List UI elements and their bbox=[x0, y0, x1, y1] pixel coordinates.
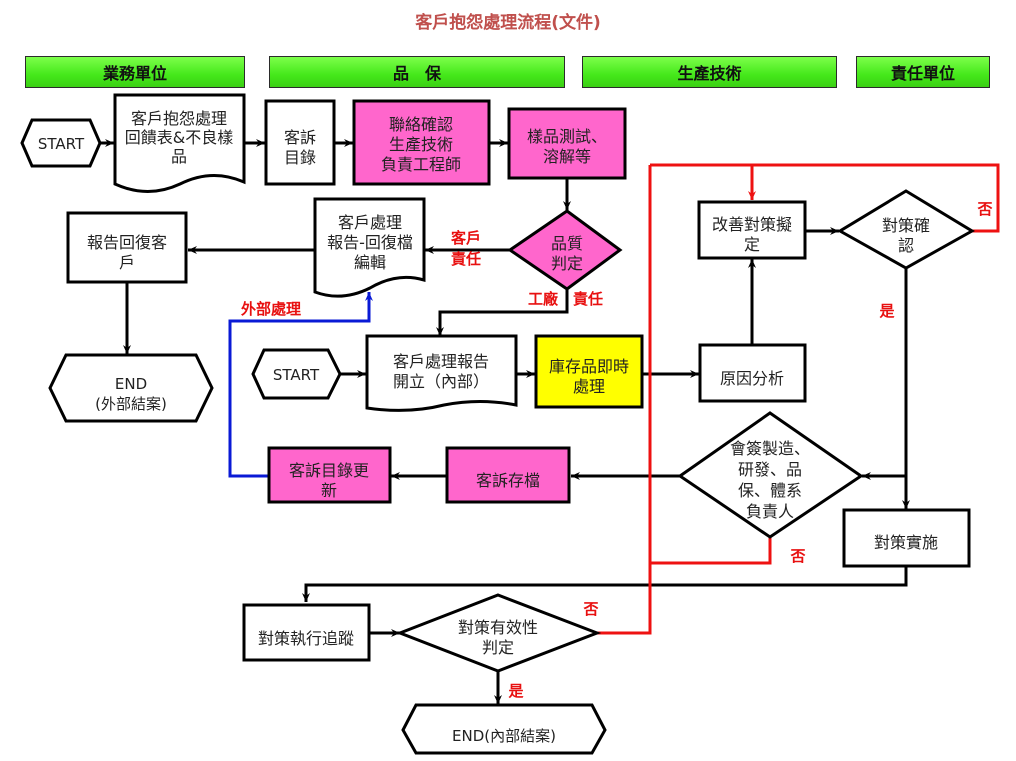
node-text-inventory-handle: 處理 bbox=[573, 377, 605, 396]
start-terminator-2 bbox=[251, 348, 342, 400]
page-title: 客戶抱怨處理流程(文件) bbox=[415, 13, 601, 33]
plan-implement-box bbox=[842, 508, 971, 568]
edge-countersign-no bbox=[650, 537, 772, 565]
label-customer-resp-2: 責任 bbox=[451, 250, 481, 268]
node-text-feedback-form: 回饋表&不良樣 bbox=[125, 128, 233, 147]
node-text-complaint-list-update: 客訴目錄更 bbox=[289, 461, 369, 480]
edge-implement-tracking bbox=[302, 563, 908, 602]
lane-sales: 業務單位 bbox=[25, 56, 245, 88]
label-effective-no: 否 bbox=[582, 600, 598, 618]
node-text-improve-plan: 定 bbox=[744, 235, 760, 254]
node-text-countersign: 保、體系 bbox=[738, 481, 802, 500]
plan-tracking-box bbox=[242, 603, 371, 662]
node-text-plan-confirm: 認 bbox=[898, 236, 914, 255]
node-text-plan-confirm: 對策確 bbox=[882, 216, 930, 235]
report-customer-box bbox=[66, 211, 188, 284]
complaint-list-box bbox=[264, 99, 336, 186]
edge-effective-no bbox=[596, 600, 652, 635]
cause-analysis-box bbox=[698, 343, 807, 403]
node-text-quality-judge: 判定 bbox=[551, 254, 583, 273]
lane-quality: 品 保 bbox=[269, 56, 565, 88]
quality-judge-diamond bbox=[507, 209, 623, 291]
node-text-improve-plan: 改善對策擬 bbox=[712, 215, 792, 234]
start-terminator-1 bbox=[20, 118, 102, 168]
node-text-complaint-list: 目錄 bbox=[284, 148, 316, 167]
node-text-report-customer: 戶 bbox=[119, 253, 135, 272]
complaint-archive-box bbox=[445, 446, 571, 504]
node-text-quality-judge: 品質 bbox=[551, 234, 583, 253]
internal-report-document bbox=[365, 334, 518, 412]
node-text-plan-implement: 對策實施 bbox=[874, 533, 938, 552]
lane-production-tech: 生產技術 bbox=[582, 56, 837, 88]
improve-plan-box bbox=[697, 200, 807, 260]
node-text-feedback-form: 客戶抱怨處理 bbox=[131, 109, 227, 128]
edge-confirm-no-loop bbox=[748, 163, 1000, 233]
node-text-plan-tracking: 對策執行追蹤 bbox=[258, 629, 354, 648]
node-text-customer-report-edit: 報告-回復檔 bbox=[327, 233, 413, 252]
label-confirm-yes: 是 bbox=[878, 302, 895, 320]
contact-engineer-box bbox=[352, 99, 491, 186]
label-confirm-no: 否 bbox=[976, 200, 992, 218]
node-text-sample-test: 溶解等 bbox=[543, 147, 591, 166]
node-text-complaint-list-update: 新 bbox=[321, 481, 337, 500]
node-text-cause-analysis: 原因分析 bbox=[720, 369, 784, 388]
inventory-handle-box bbox=[534, 334, 644, 409]
node-text-countersign: 負責人 bbox=[746, 502, 794, 521]
plan-effective-diamond bbox=[395, 593, 602, 673]
edge-judge-internal bbox=[436, 290, 569, 336]
lane-responsible-unit: 責任單位 bbox=[856, 56, 990, 88]
label-factory-resp-2: 責任 bbox=[573, 290, 603, 308]
node-text-internal-report: 開立（內部） bbox=[393, 372, 489, 391]
node-text-customer-report-edit: 客戶處理 bbox=[338, 213, 402, 232]
node-text-complaint-list: 客訴 bbox=[284, 128, 316, 147]
node-text-countersign: 研發、品 bbox=[738, 460, 802, 479]
node-text-sample-test: 樣品測試、 bbox=[527, 127, 607, 146]
node-text-plan-effective: 判定 bbox=[482, 638, 514, 657]
complaint-list-update-box bbox=[267, 446, 392, 504]
edge-update-external bbox=[228, 292, 373, 478]
node-text-customer-report-edit: 編輯 bbox=[354, 253, 386, 272]
node-text-start2: START bbox=[273, 366, 320, 384]
node-text-end-internal: END(內部結案) bbox=[452, 727, 556, 745]
node-text-complaint-archive: 客訴存檔 bbox=[476, 471, 540, 490]
feedback-form-document bbox=[113, 93, 246, 193]
node-text-countersign: 會簽製造、 bbox=[730, 439, 810, 458]
node-text-internal-report: 客戶處理報告 bbox=[393, 352, 489, 371]
countersign-diamond bbox=[677, 411, 864, 539]
node-text-plan-effective: 對策有效性 bbox=[458, 618, 538, 637]
label-countersign-no: 否 bbox=[789, 547, 805, 565]
label-effective-yes: 是 bbox=[507, 682, 524, 700]
sample-test-box bbox=[507, 107, 627, 180]
node-text-contact-engineer: 負責工程師 bbox=[381, 155, 461, 174]
label-customer-resp-1: 客戶 bbox=[450, 229, 481, 247]
node-text-end-external: (外部結案) bbox=[95, 395, 167, 413]
end-internal-terminator bbox=[401, 703, 607, 755]
end-external-terminator bbox=[48, 353, 214, 423]
label-factory-resp-1: 工廠 bbox=[528, 290, 559, 308]
node-text-feedback-form: 品 bbox=[171, 147, 187, 166]
node-text-contact-engineer: 生產技術 bbox=[389, 135, 453, 154]
node-text-start1: START bbox=[38, 135, 85, 153]
plan-confirm-diamond bbox=[837, 189, 975, 270]
node-text-report-customer: 報告回復客 bbox=[87, 233, 167, 252]
node-text-end-external: END bbox=[115, 375, 147, 393]
label-external-handling: 外部處理 bbox=[240, 300, 301, 318]
node-text-inventory-handle: 庫存品即時 bbox=[549, 357, 629, 376]
customer-report-edit-document bbox=[313, 197, 426, 298]
node-text-contact-engineer: 聯絡確認 bbox=[389, 115, 453, 134]
